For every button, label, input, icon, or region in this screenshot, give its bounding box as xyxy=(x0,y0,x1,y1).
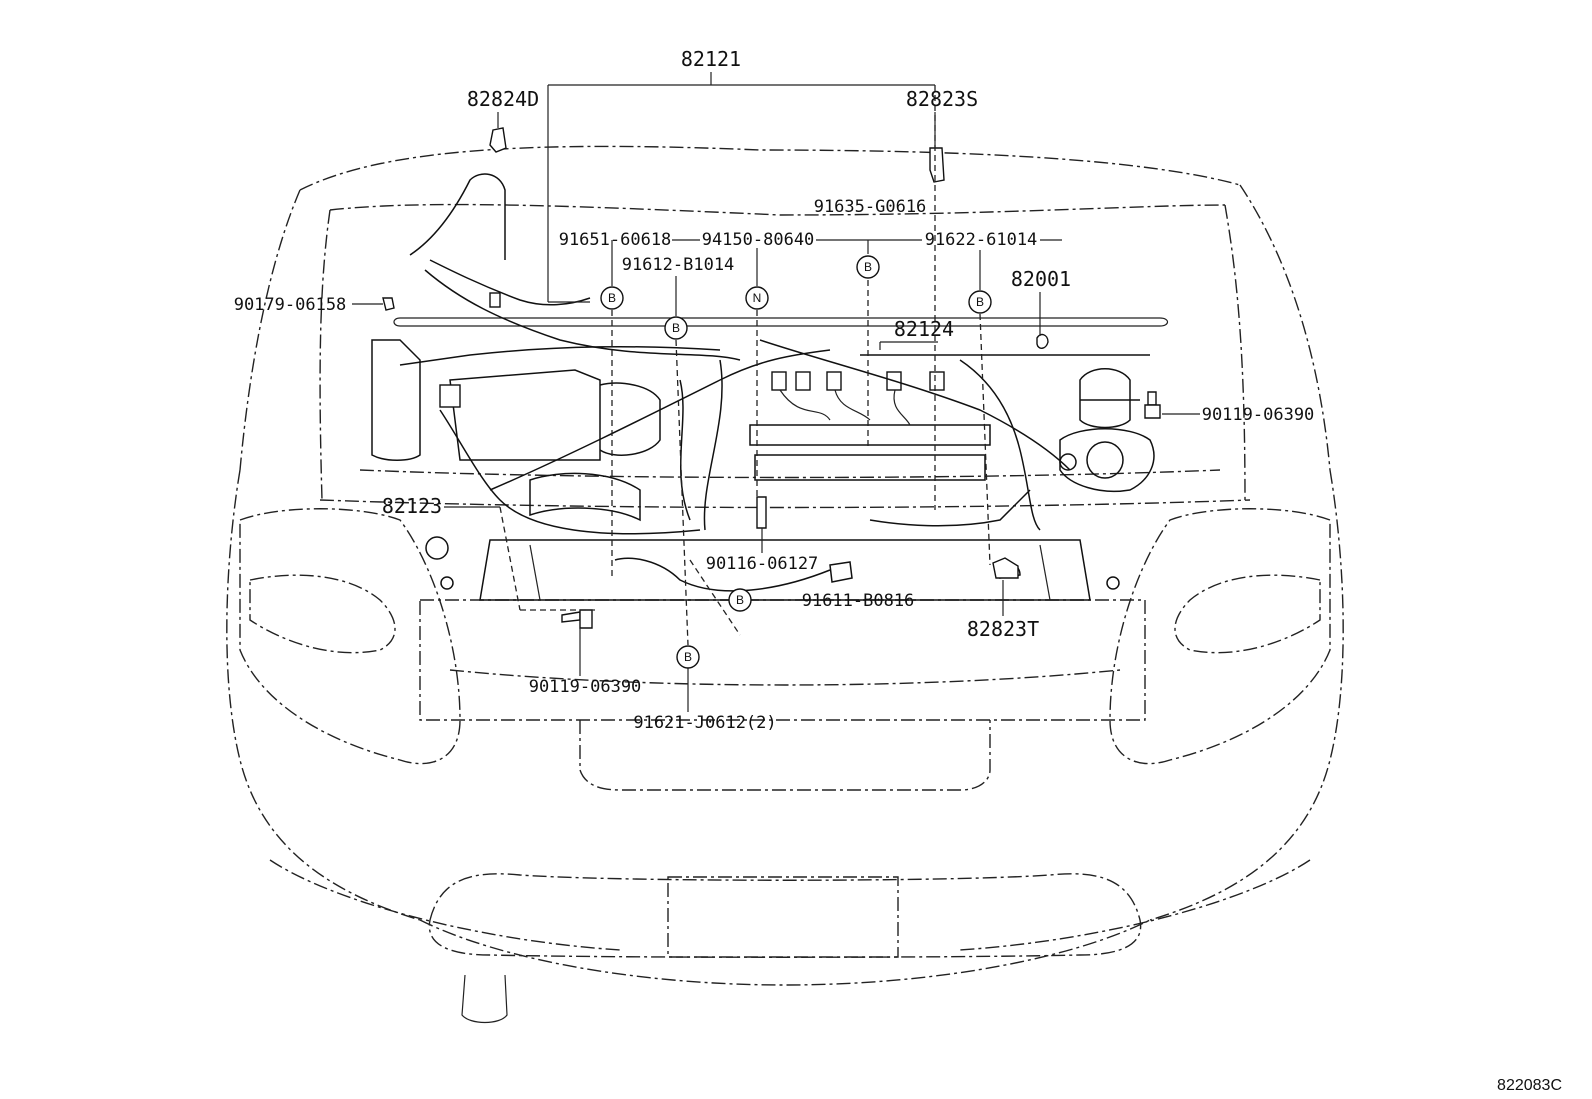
label-90179-06158: 90179-06158 xyxy=(234,295,347,315)
svg-text:N: N xyxy=(753,291,762,305)
label-82823t: 82823T xyxy=(967,617,1039,641)
label-91621-j0612: 91621-J0612(2) xyxy=(633,713,776,733)
label-90119-06390-left: 90119-06390 xyxy=(529,677,642,697)
marker-b-5: B xyxy=(728,588,752,612)
engine-bay xyxy=(371,292,1155,601)
label-91612-b1014: 91612-B1014 xyxy=(622,255,735,275)
svg-text:B: B xyxy=(736,593,744,607)
leader-lines xyxy=(352,72,1200,712)
svg-text:B: B xyxy=(684,650,692,664)
marker-b-4: B xyxy=(664,316,688,340)
marker-n: N xyxy=(745,286,769,310)
marker-b-3: B xyxy=(968,290,992,314)
label-82824d: 82824D xyxy=(467,87,539,111)
svg-text:B: B xyxy=(608,291,616,305)
svg-text:B: B xyxy=(976,295,984,309)
label-94150-80640: 94150-80640 xyxy=(702,230,815,250)
label-91622-61014: 91622-61014 xyxy=(925,230,1038,250)
svg-text:B: B xyxy=(864,260,872,274)
svg-text:B: B xyxy=(672,321,680,335)
label-91651-60618: 91651-60618 xyxy=(559,230,672,250)
wiring-harness xyxy=(382,127,1161,629)
label-82123: 82123 xyxy=(382,494,442,518)
label-91611-b0816: 91611-B0816 xyxy=(802,591,915,611)
label-90116-06127: 90116-06127 xyxy=(706,554,819,574)
vehicle-outline xyxy=(226,145,1344,1024)
figure-code: 822083C xyxy=(1497,1077,1562,1094)
marker-b-2: B xyxy=(856,255,880,279)
label-82124: 82124 xyxy=(894,317,954,341)
label-91635-g0616: 91635-G0616 xyxy=(814,197,927,217)
marker-b-1: B xyxy=(600,286,624,310)
label-82823s: 82823S xyxy=(906,87,978,111)
marker-b-6: B xyxy=(676,645,700,669)
label-82001: 82001 xyxy=(1011,267,1071,291)
label-90119-06390-right: 90119-06390 xyxy=(1202,405,1315,425)
label-82121: 82121 xyxy=(681,47,741,71)
